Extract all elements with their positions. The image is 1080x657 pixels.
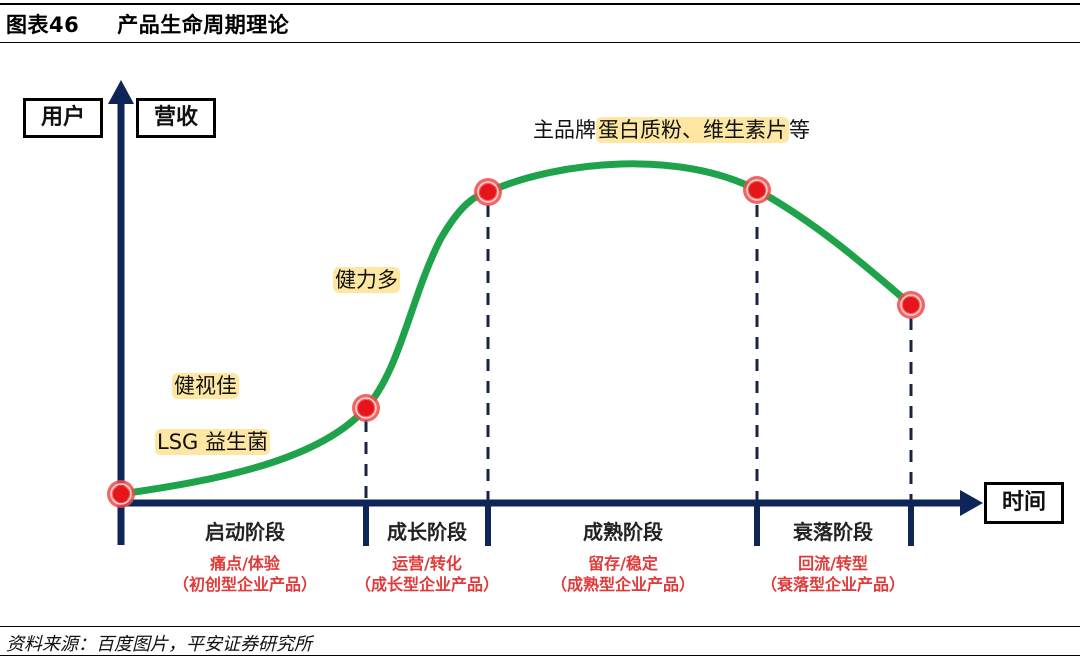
curve-point-start xyxy=(107,480,135,508)
stage-launch-sub2: （初创型企业产品） xyxy=(172,575,317,594)
curve-point-mature xyxy=(474,178,502,206)
stage-launch-sub1: 痛点/体验 xyxy=(210,554,280,573)
stage-growth-sub: 运营/转化 （成长型企业产品） xyxy=(327,553,527,595)
figure-title: 图表46 产品生命周期理论 xyxy=(6,9,289,39)
stage-mature-sub1: 留存/稳定 xyxy=(588,554,658,573)
annotation-lsg: LSG 益生菌 xyxy=(155,426,270,456)
annotation-highlight: 蛋白质粉、维生素片 xyxy=(596,117,789,143)
stage-decline: 衰落阶段 xyxy=(793,520,873,544)
stage-decline-sub1: 回流/转型 xyxy=(798,554,868,573)
source-top-rule xyxy=(0,626,1080,627)
annotation-jianshijia-text: 健视佳 xyxy=(172,373,239,399)
x-label-time: 时间 xyxy=(984,482,1064,524)
stage-decline-sub2: （衰落型企业产品） xyxy=(760,575,905,594)
annotation-lsg-text: LSG 益生菌 xyxy=(155,429,270,455)
lifecycle-curve xyxy=(117,160,915,498)
curve-point-decline xyxy=(743,176,771,204)
y-axis-arrow-icon xyxy=(108,80,134,104)
annotation-jianliduo-text: 健力多 xyxy=(333,267,400,293)
stage-mature-sub2: （成熟型企业产品） xyxy=(550,575,695,594)
annotation-jianshijia: 健视佳 xyxy=(172,370,239,400)
curve-point-growth xyxy=(352,394,380,422)
y-label-users: 用户 xyxy=(23,98,103,138)
x-axis-arrow-icon xyxy=(960,490,983,516)
stage-growth-sub2: （成长型企业产品） xyxy=(354,575,499,594)
annotation-prefix: 主品牌 xyxy=(533,118,596,142)
source-note: 资料来源：百度图片，平安证券研究所 xyxy=(6,634,312,655)
annotation-suffix: 等 xyxy=(789,118,810,142)
stage-mature: 成熟阶段 xyxy=(583,520,663,544)
figure-title-text: 产品生命周期理论 xyxy=(117,13,290,37)
y-label-revenue: 营收 xyxy=(136,98,216,138)
figure-number: 图表46 xyxy=(6,13,80,37)
stage-launch: 启动阶段 xyxy=(205,520,285,544)
source-bottom-rule xyxy=(0,655,1080,656)
stage-growth-sub1: 运营/转化 xyxy=(392,554,462,573)
stage-mature-sub: 留存/稳定 （成熟型企业产品） xyxy=(523,553,723,595)
stage-growth: 成长阶段 xyxy=(387,520,467,544)
top-rule xyxy=(0,3,1080,5)
curve-point-end xyxy=(897,291,925,319)
stage-launch-sub: 痛点/体验 （初创型企业产品） xyxy=(145,553,345,595)
title-rule xyxy=(0,42,1080,43)
stage-decline-sub: 回流/转型 （衰落型企业产品） xyxy=(733,553,933,595)
annotation-jianliduo: 健力多 xyxy=(333,264,400,294)
annotation-main-brand: 主品牌蛋白质粉、维生素片等 xyxy=(533,114,810,144)
